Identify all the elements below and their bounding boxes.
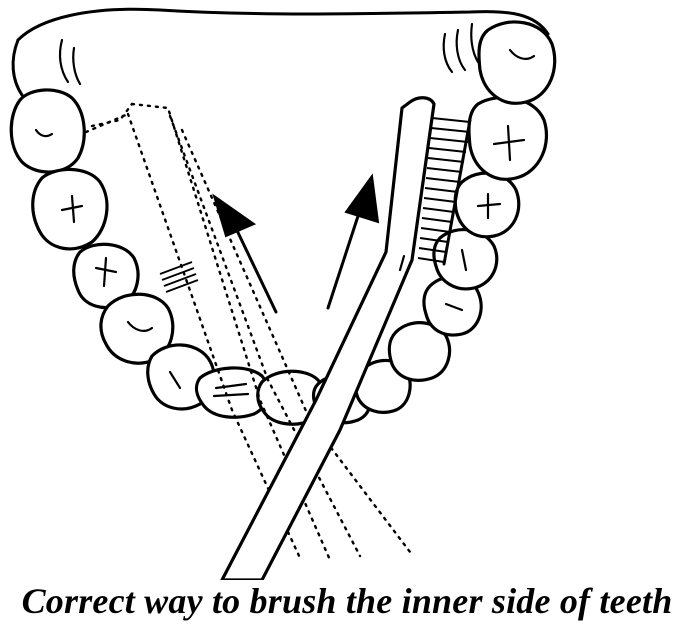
toothbrush — [220, 96, 472, 580]
figure-caption: Correct way to brush the inner side of t… — [21, 581, 673, 621]
up-arrow-left — [212, 193, 278, 314]
gum-outline — [11, 7, 550, 97]
left-teeth — [9, 88, 270, 419]
up-arrow-right — [326, 173, 380, 310]
right-teeth — [387, 20, 557, 382]
left-bristle-tuft — [159, 261, 199, 293]
toothbrush-bristles — [417, 117, 472, 266]
dental-arch-illustration — [9, 7, 557, 580]
